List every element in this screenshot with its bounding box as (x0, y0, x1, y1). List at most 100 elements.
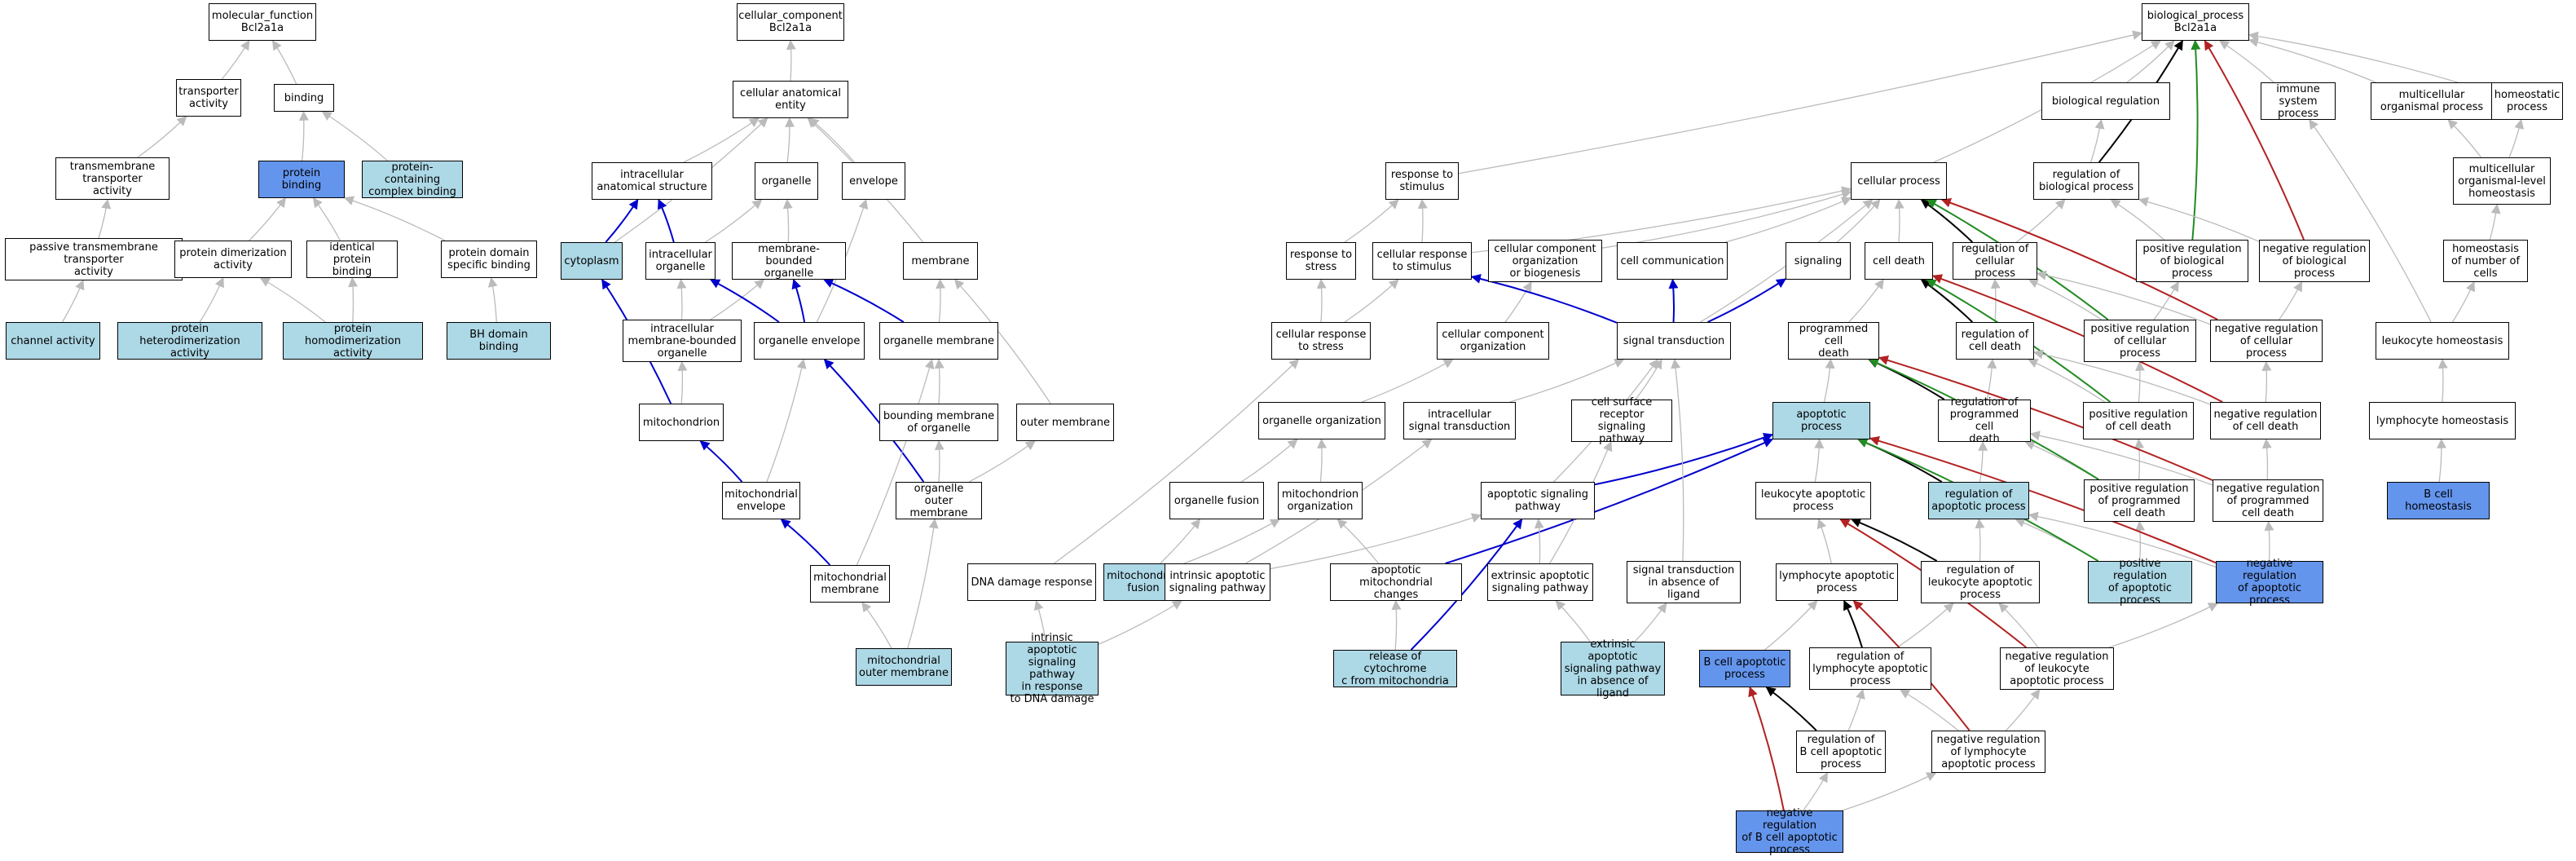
node-org-fusion: organelle fusion (1169, 482, 1264, 519)
node-org-env: organelle envelope (754, 322, 865, 360)
node-reg-bio: regulation of biological process (2033, 162, 2139, 200)
edge-multi_homeo-to-multi_proc (2447, 119, 2482, 158)
edge-apop_mito-to-mito_org (1336, 519, 1380, 564)
edge-lymph_apop-to-leuk_apop (1816, 518, 1832, 564)
node-cell-death: cell death (1865, 242, 1933, 280)
edge-imbo-to-mb_org (710, 279, 765, 320)
edge-apoptotic-to-pcd (1823, 358, 1835, 403)
edge-ias-to-cae (683, 117, 760, 163)
edge-org_env-to-mb_org (791, 278, 806, 323)
edge-mito_mem-to-mito_env (780, 519, 831, 566)
edge-neg_reg_bio-to-reg_bio (2138, 196, 2260, 242)
edge-mito_mem-to-org_mem (856, 358, 935, 566)
edge-protein_binding-to-binding (298, 110, 309, 161)
edge-channel-to-passive_tm (61, 279, 85, 323)
edge-lymph_homeo-to-leuk_homeo (2437, 358, 2448, 403)
edge-apop_mito-to-apoptotic (1445, 438, 1774, 564)
edge-sig_trans-to-cell_comm (1668, 278, 1679, 323)
edge-neg_reg_apop-to-reg_apop (2028, 511, 2217, 568)
edge-cell_comm-to-cell_proc (1725, 196, 1852, 243)
node-reg-b-apop: regulation of B cell apoptotic process (1796, 731, 1886, 773)
edge-mito_outer-to-mito_mem (861, 602, 892, 649)
edge-reg_leuk_apop-to-leuk_apop (1851, 518, 1938, 562)
node-mito-mem: mitochondrial membrane (810, 565, 890, 603)
edge-reg_bio-to-bio_reg (2090, 118, 2105, 163)
edge-neg_reg_pcd-to-pcd (1878, 355, 2213, 481)
edge-reg_cell_death-to-reg_cell_proc (1990, 278, 2001, 323)
node-immune: immune system process (2261, 82, 2336, 120)
node-mito: mitochondrion (639, 404, 724, 441)
node-pcc-binding: protein-containing complex binding (362, 161, 463, 198)
node-prot-domain: protein domain specific binding (441, 241, 537, 278)
edge-org_outer-to-outer_mem (968, 440, 1036, 483)
node-leuk-homeo: leukocyte homeostasis (2376, 322, 2509, 360)
edge-neg_reg_cell_proc-to-cell_proc (1940, 198, 2218, 320)
edge-reg_apop-to-reg_pcd (1978, 440, 1988, 483)
edge-resp_stim-to-bp (1458, 30, 2143, 174)
node-transporter: transporter activity (176, 79, 241, 117)
edge-mito_outer-to-org_outer (907, 518, 939, 649)
node-apop-mito: apoptotic mitochondrial changes (1330, 563, 1462, 601)
edge-pos_reg_cell_proc-to-reg_cell_proc (2028, 279, 2103, 320)
edge-mito-to-imbo (677, 360, 688, 404)
edge-pos_reg_bio-to-bp (2191, 39, 2201, 241)
edge-reg_pcd-to-reg_cell_death (1986, 358, 1997, 400)
node-extrinsic: extrinsic apoptotic signaling pathway (1487, 563, 1593, 601)
edge-mb_org-to-organelle (782, 198, 793, 243)
node-cell-proc: cellular process (1851, 162, 1947, 200)
edge-release_cyt-to-apop_sig (1410, 519, 1523, 651)
node-cell-comm: cell communication (1617, 242, 1728, 280)
node-b-cell-homeo: B cell homeostasis (2387, 482, 2490, 519)
edge-neg_reg_cell_proc-to-reg_cell_proc (2036, 270, 2211, 325)
edge-neg_reg_lymph_apop-to-neg_reg_leuk_apop (2005, 689, 2041, 731)
edge-mito_env-to-mito (699, 440, 743, 483)
edge-extrinsic-to-apop_sig (1534, 518, 1544, 564)
edge-neg_reg_b_apop-to-neg_reg_lymph_apop (1842, 772, 1937, 811)
edge-cae-to-cc (786, 39, 796, 82)
node-neg-reg-cd: negative regulation of cell death (2210, 402, 2321, 439)
node-cc: cellular_component Bcl2a1a (737, 3, 844, 41)
node-multi-proc: multicellular organismal process (2371, 82, 2493, 120)
edge-ident_prot-to-protein_binding (312, 197, 341, 241)
edge-reg_apop-to-apoptotic (1857, 438, 1943, 483)
node-bp: biological_process Bcl2a1a (2142, 3, 2249, 41)
node-org-org: organelle organization (1258, 402, 1385, 439)
edge-org_mem-to-membrane (936, 278, 946, 323)
edge-reg_lymph_apop-to-lymph_apop (1843, 599, 1863, 648)
node-envelope: envelope (842, 162, 905, 200)
node-organelle: organelle (755, 162, 818, 200)
edge-bh_domain-to-prot_domain (487, 276, 498, 323)
node-prot-dimer: protein dimerization activity (174, 241, 292, 278)
edge-org_mem-to-mb_org (823, 278, 905, 323)
node-neg-reg-b-apop: negative regulation of B cell apoptotic … (1736, 807, 1843, 856)
edge-org_outer-to-bound_mem (934, 439, 945, 483)
edge-intra_org-to-organelle (705, 199, 763, 243)
node-passive-tm: passive transmembrane transporter activi… (5, 238, 183, 280)
edge-mito_fusion-to-mito_org (1182, 519, 1281, 565)
node-apop-sig: apoptotic signaling pathway (1481, 482, 1595, 519)
edge-sig_trans-to-cell_resp_stim (1470, 274, 1618, 324)
node-cae: cellular anatomical entity (733, 81, 848, 118)
node-lymph-homeo: lymphocyte homeostasis (2369, 402, 2516, 439)
edge-pos_reg_apop-to-pos_reg_pcd (2135, 520, 2146, 562)
edge-bound_mem-to-org_mem (934, 358, 945, 404)
edge-release_cyt-to-apop_mito (1391, 599, 1402, 651)
edge-reg_lymph_apop-to-reg_leuk_apop (1896, 603, 1954, 648)
edge-b_cell_homeo-to-lymph_homeo (2437, 438, 2447, 483)
node-cytoplasm: cytoplasm (561, 242, 623, 280)
edge-bio_reg-to-bp (2126, 40, 2175, 83)
node-sig-trans: signal transduction (1617, 322, 1731, 360)
edge-neg_reg_cell_proc-to-neg_reg_bio (2279, 280, 2302, 320)
node-reg-cell-proc: regulation of cellular process (1953, 242, 2037, 280)
node-homodimer: protein homodimerization activity (283, 322, 423, 360)
node-intrinsic: intrinsic apoptotic signaling pathway (1165, 563, 1270, 601)
node-extrinsic-abs: extrinsic apoptotic signaling pathway in… (1561, 638, 1665, 700)
edge-binding-to-mf (271, 39, 297, 85)
edge-intrinsic_dna-to-dna_damage (1033, 599, 1046, 642)
edge-heterodimer-to-prot_dimer (199, 276, 224, 323)
edge-outer_mem-to-membrane (953, 279, 1051, 404)
node-mito-env: mitochondrial envelope (722, 482, 800, 519)
node-resp-stress: response to stress (1286, 242, 1356, 280)
edge-cco-to-ccob (1504, 280, 1532, 323)
edge-org_outer-to-org_env (823, 359, 925, 483)
